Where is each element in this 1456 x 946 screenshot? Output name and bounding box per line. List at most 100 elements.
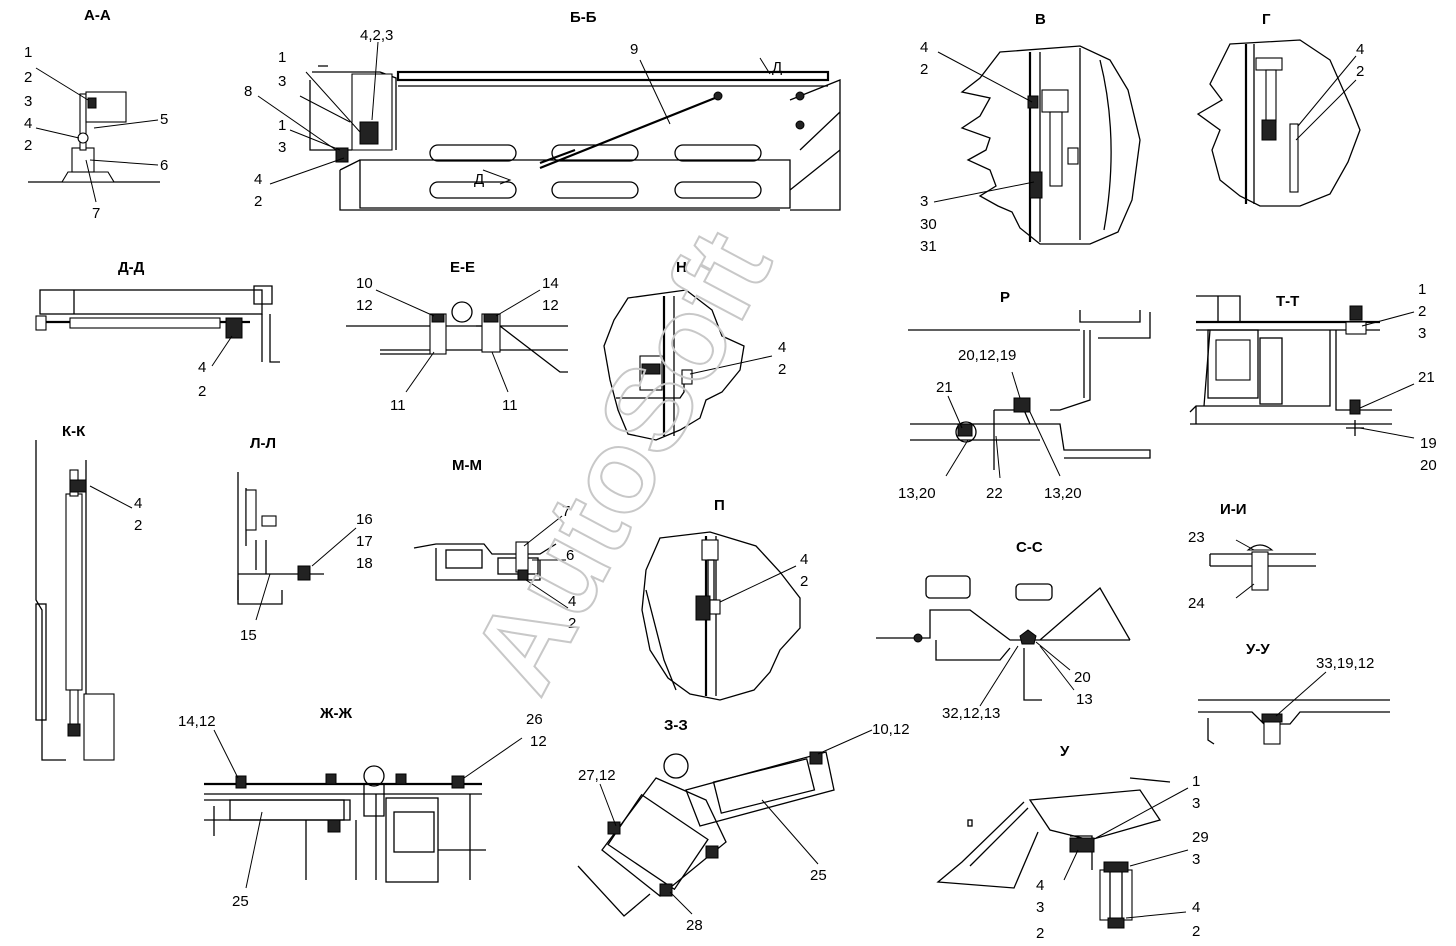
callout: 4 <box>254 171 262 188</box>
callout: 29 <box>1192 829 1209 846</box>
view-ee-title: Е-Е <box>450 259 475 276</box>
callout: 3 <box>278 139 286 156</box>
callout: 20,12,19 <box>958 347 1016 364</box>
callout: 1 <box>278 117 286 134</box>
callout: 6 <box>566 547 574 564</box>
watermark-text: AutoSoft <box>446 210 796 712</box>
callout: 16 <box>356 511 373 528</box>
callout: 13 <box>1076 691 1093 708</box>
callout: 9 <box>630 41 638 58</box>
callout: 30 <box>920 216 937 233</box>
callout: 1 <box>24 44 32 61</box>
callout: 18 <box>356 555 373 572</box>
callout: 28 <box>686 917 703 934</box>
callout: 3 <box>1418 325 1426 342</box>
view-mm: М-М 7 6 4 2 <box>413 457 576 632</box>
callout: 27,12 <box>578 767 616 784</box>
callout: 31 <box>920 238 937 255</box>
view-dd-title: Д-Д <box>118 259 145 276</box>
view-zhzh-title: Ж-Ж <box>319 705 353 722</box>
callout: 2 <box>800 573 808 590</box>
callout: 2 <box>920 61 928 78</box>
view-ll-title: Л-Л <box>250 435 276 452</box>
view-g-title: Г <box>1262 11 1271 28</box>
view-zhzh: Ж-Ж 14,12 26 12 25 <box>178 705 547 910</box>
view-dd: Д-Д 4 2 <box>35 259 280 400</box>
callout: 25 <box>810 867 827 884</box>
callout: 2 <box>134 517 142 534</box>
callout: 1 <box>1192 773 1200 790</box>
view-bb: Б-Б 1 3 4,2,3 8 1 3 4 <box>244 9 841 211</box>
view-ll: Л-Л 16 17 18 15 <box>237 435 373 644</box>
view-bb-title: Б-Б <box>570 9 597 26</box>
callout: 17 <box>356 533 373 550</box>
view-zz: З-З 10,12 27,12 25 28 <box>577 717 910 934</box>
callout: 4 <box>920 39 928 56</box>
view-tt: Т-Т 1 2 3 21 19 20 <box>1189 281 1437 474</box>
callout: 2 <box>1192 923 1200 940</box>
view-aa: А-А 1 2 3 4 2 5 6 7 <box>24 7 168 222</box>
view-ee: Е-Е 10 12 14 12 11 11 <box>346 259 568 414</box>
callout: 1 <box>278 49 286 66</box>
callout: 7 <box>92 205 100 222</box>
view-uu-title: У-У <box>1246 641 1270 658</box>
callout: 2 <box>1356 63 1364 80</box>
view-u: У 1 3 29 3 4 3 2 4 2 <box>936 743 1209 942</box>
callout: 5 <box>160 111 168 128</box>
view-r: Р 20,12,19 21 13,20 22 13,20 <box>898 289 1151 502</box>
callout: 12 <box>356 297 373 314</box>
callout: 12 <box>530 733 547 750</box>
callout: 4 <box>778 339 786 356</box>
callout: 2 <box>568 615 576 632</box>
view-n: Н 4 2 <box>603 259 786 441</box>
view-v-title: В <box>1035 11 1046 28</box>
callout: 26 <box>526 711 543 728</box>
view-v: В 4 2 3 30 31 <box>920 11 1141 255</box>
view-u-title: У <box>1060 743 1070 760</box>
view-mm-title: М-М <box>452 457 482 474</box>
callout: 3 <box>278 73 286 90</box>
view-ss-title: С-С <box>1016 539 1043 556</box>
view-p-title: П <box>714 497 725 514</box>
view-zz-title: З-З <box>664 717 688 734</box>
callout: 4,2,3 <box>360 27 393 44</box>
callout: 4 <box>800 551 808 568</box>
callout: 12 <box>542 297 559 314</box>
callout: 2 <box>198 383 206 400</box>
callout: 3 <box>1192 851 1200 868</box>
callout: 33,19,12 <box>1316 655 1374 672</box>
section-mark: Д <box>474 171 484 188</box>
callout: 4 <box>1192 899 1200 916</box>
view-g: Г 4 2 <box>1196 11 1364 207</box>
callout: 21 <box>1418 369 1435 386</box>
callout: 23 <box>1188 529 1205 546</box>
callout: 4 <box>198 359 206 376</box>
callout: 4 <box>24 115 32 132</box>
view-ss: С-С 20 13 32,12,13 <box>876 539 1131 722</box>
callout: 2 <box>24 137 32 154</box>
callout: 2 <box>1036 925 1044 942</box>
callout: 22 <box>986 485 1003 502</box>
view-n-title: Н <box>676 259 687 276</box>
callout: 2 <box>778 361 786 378</box>
callout: 4 <box>568 593 576 610</box>
callout: 7 <box>562 503 570 520</box>
callout: 24 <box>1188 595 1205 612</box>
callout: 13,20 <box>898 485 936 502</box>
view-ii: И-И 23 24 <box>1188 501 1316 612</box>
callout: 21 <box>936 379 953 396</box>
callout: 1 <box>1418 281 1426 298</box>
callout: 14,12 <box>178 713 216 730</box>
callout: 3 <box>1192 795 1200 812</box>
callout: 20 <box>1420 457 1437 474</box>
callout: 2 <box>254 193 262 210</box>
view-kk-title: К-К <box>62 423 86 440</box>
callout: 32,12,13 <box>942 705 1000 722</box>
view-r-title: Р <box>1000 289 1010 306</box>
callout: 25 <box>232 893 249 910</box>
callout: 10,12 <box>872 721 910 738</box>
callout: 6 <box>160 157 168 174</box>
callout: 19 <box>1420 435 1437 452</box>
callout: 11 <box>390 397 406 414</box>
